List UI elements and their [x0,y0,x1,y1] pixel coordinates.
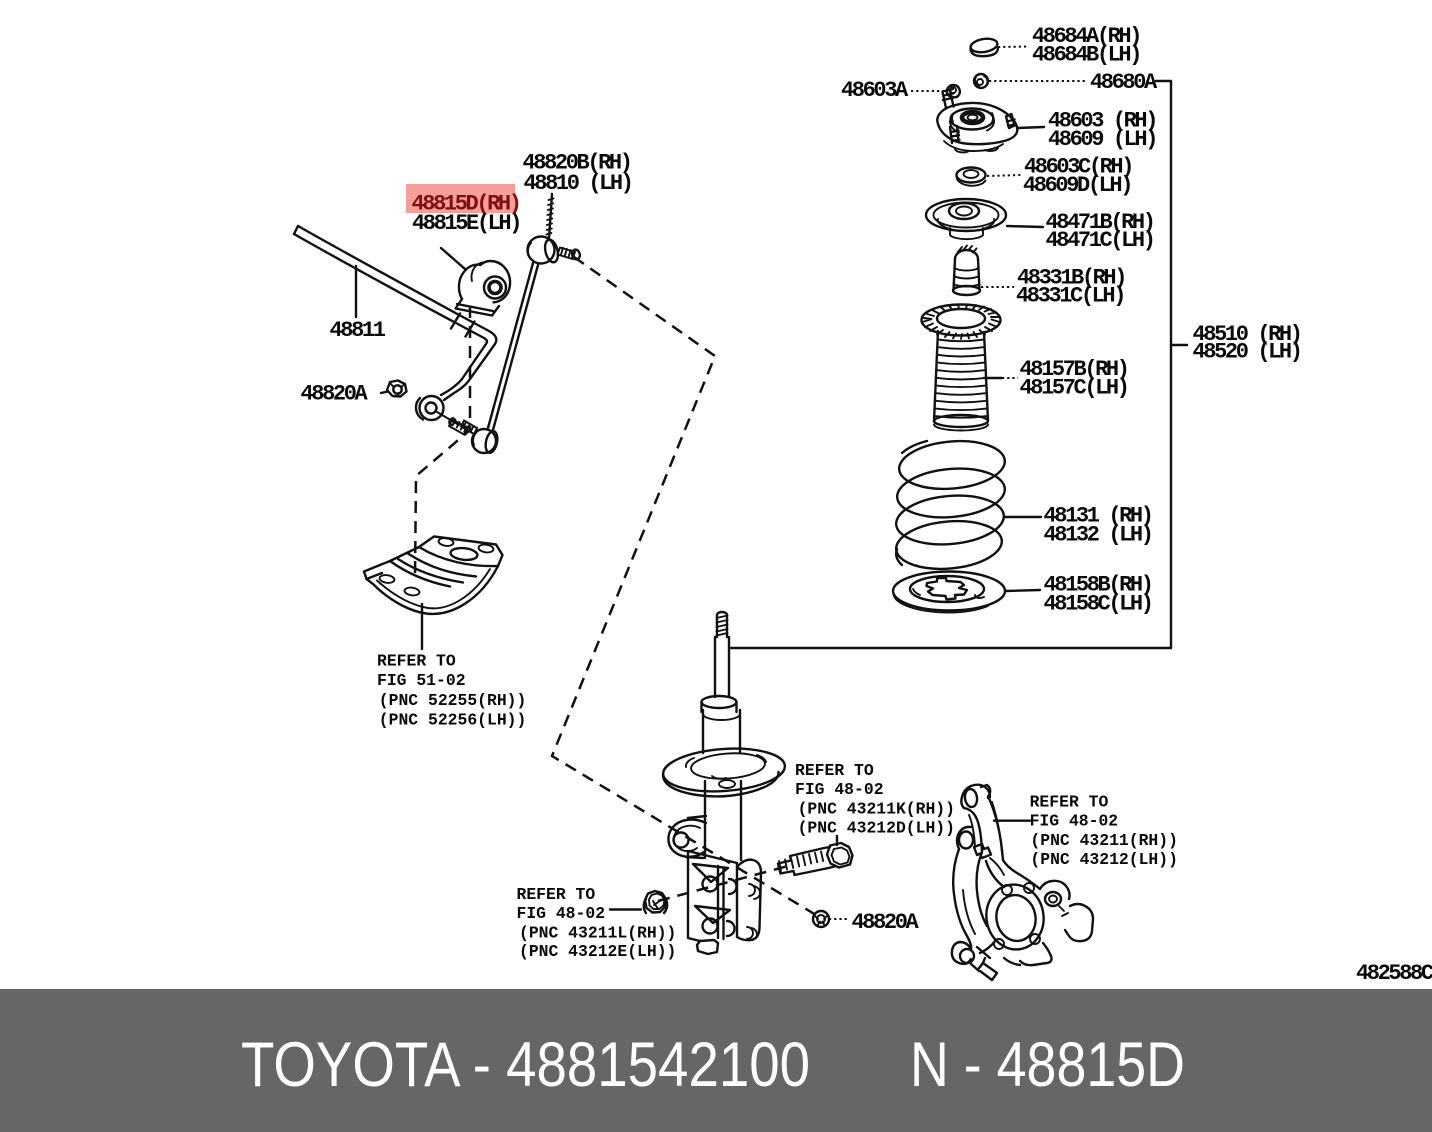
svg-text:(PNC 52256(LH)): (PNC 52256(LH)) [379,711,527,730]
svg-text:48132 (LH): 48132 (LH) [1044,523,1152,548]
svg-text:48811: 48811 [330,318,386,343]
svg-text:48158B(RH): 48158B(RH) [1044,573,1152,598]
svg-text:48684B(LH): 48684B(LH) [1032,43,1140,68]
svg-text:482588C: 482588C [1356,961,1432,986]
svg-text:48810 (LH): 48810 (LH) [524,171,632,196]
svg-text:REFER TO: REFER TO [1030,793,1109,812]
svg-text:48331C(LH): 48331C(LH) [1016,284,1124,309]
svg-text:(PNC 52255(RH)): (PNC 52255(RH)) [379,691,527,710]
svg-text:48131 (RH): 48131 (RH) [1044,504,1152,529]
svg-text:48820A: 48820A [852,910,920,935]
svg-text:48331B(RH): 48331B(RH) [1017,266,1125,291]
svg-text:(PNC 43211(RH)): (PNC 43211(RH)) [1030,831,1178,850]
svg-text:REFER TO: REFER TO [517,885,596,904]
svg-text:(PNC 43211L(RH)): (PNC 43211L(RH)) [519,924,676,943]
svg-text:48158C(LH): 48158C(LH) [1044,592,1152,617]
svg-text:48609D(LH): 48609D(LH) [1023,173,1131,198]
svg-text:48471C(LH): 48471C(LH) [1046,228,1154,253]
svg-text:48603A: 48603A [841,78,909,103]
svg-text:48157C(LH): 48157C(LH) [1020,376,1128,401]
svg-text:FIG 51-02: FIG 51-02 [377,671,466,690]
svg-text:48471B(RH): 48471B(RH) [1046,210,1154,235]
svg-text:48520 (LH): 48520 (LH) [1193,340,1301,365]
svg-text:FIG 48-02: FIG 48-02 [795,780,884,799]
svg-text:48603 (RH): 48603 (RH) [1048,109,1156,134]
svg-text:48820B(RH): 48820B(RH) [523,151,631,176]
svg-text:REFER TO: REFER TO [795,761,874,780]
svg-text:FIG 48-02: FIG 48-02 [1030,812,1119,831]
svg-text:FIG 48-02: FIG 48-02 [517,904,606,923]
svg-text:(PNC 43211K(RH)): (PNC 43211K(RH)) [798,800,955,819]
svg-text:REFER TO: REFER TO [377,652,456,671]
svg-text:N - 48815D: N - 48815D [910,1030,1185,1100]
svg-text:48815E(LH): 48815E(LH) [412,211,520,236]
svg-text:(PNC 43212(LH)): (PNC 43212(LH)) [1030,850,1178,869]
svg-text:48815D(RH): 48815D(RH) [412,192,520,217]
svg-text:48680A: 48680A [1090,70,1158,95]
svg-text:48510 (RH): 48510 (RH) [1193,322,1301,347]
svg-text:(PNC 43212E(LH)): (PNC 43212E(LH)) [519,942,676,961]
svg-text:48609 (LH): 48609 (LH) [1048,127,1156,152]
svg-text:48684A(RH): 48684A(RH) [1032,24,1140,49]
svg-text:48603C(RH): 48603C(RH) [1024,155,1132,180]
svg-text:48157B(RH): 48157B(RH) [1020,357,1128,382]
svg-text:(PNC 43212D(LH)): (PNC 43212D(LH)) [798,819,955,838]
svg-text:TOYOTA - 4881542100: TOYOTA - 4881542100 [241,1030,810,1100]
svg-text:48820A: 48820A [301,382,369,407]
